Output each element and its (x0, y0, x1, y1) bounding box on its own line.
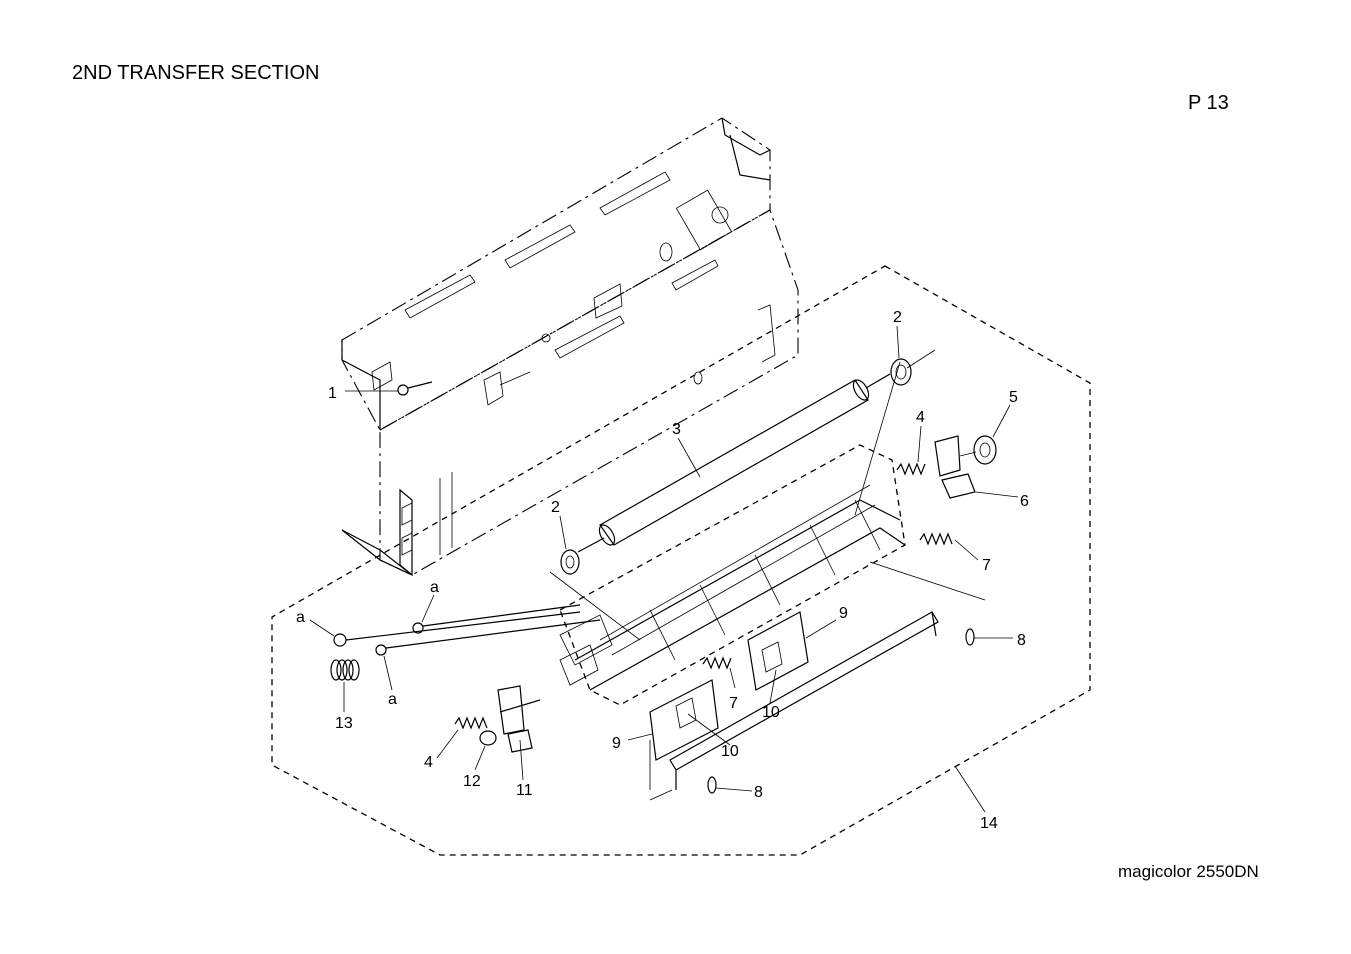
gear-right (890, 358, 912, 386)
gear-left (560, 549, 580, 575)
bearing-left (497, 685, 541, 753)
callout-a-2: a (296, 609, 305, 626)
callout-14: 14 (980, 815, 998, 832)
callout-7-right: 7 (982, 557, 991, 574)
spring-13 (330, 659, 360, 681)
guide-plate-upper (747, 611, 809, 691)
cap-12 (479, 730, 497, 746)
assembly-boundary (271, 265, 1091, 856)
spring-7-right (919, 532, 953, 546)
guide-bar (669, 611, 939, 790)
callout-4-right: 4 (916, 409, 925, 426)
callout-a-3: a (388, 691, 397, 708)
screw-1 (397, 381, 433, 396)
callout-10-upper: 10 (762, 704, 780, 721)
callout-7-center: 7 (729, 695, 738, 712)
transfer-roller (577, 373, 891, 553)
callout-9-upper: 9 (839, 605, 848, 622)
spring-4-right (896, 462, 926, 476)
bearing-right (934, 435, 976, 499)
callout-13: 13 (335, 715, 353, 732)
callout-2-right: 2 (893, 309, 902, 326)
callout-3: 3 (672, 421, 681, 438)
gear-5 (959, 435, 997, 465)
callout-1: 1 (328, 385, 337, 402)
pin-8-left (707, 776, 717, 794)
callout-5: 5 (1009, 389, 1018, 406)
callout-10-lower: 10 (721, 743, 739, 760)
callout-11: 11 (516, 782, 533, 799)
callout-9-lower: 9 (612, 735, 621, 752)
transfer-housing (559, 444, 906, 706)
screw-a-2 (412, 604, 581, 634)
callout-labels: 1 2 2 3 4 4 5 6 7 7 8 8 9 9 10 10 11 12 … (296, 309, 1029, 832)
pin-8-right (965, 628, 975, 646)
leader-lines (309, 325, 1019, 813)
callout-4-left: 4 (424, 754, 433, 771)
callout-8-left: 8 (754, 784, 763, 801)
screw-a-3 (375, 619, 601, 656)
callout-2-left: 2 (551, 499, 560, 516)
callout-a-1: a (430, 579, 439, 596)
spring-4-left (454, 716, 488, 730)
page-number: P 13 (1188, 92, 1229, 114)
callout-12: 12 (463, 773, 481, 790)
model-name: magicolor 2550DN (1118, 862, 1259, 881)
guide-plate-lower (649, 679, 719, 761)
callout-6: 6 (1020, 493, 1029, 510)
spring-7-center (702, 656, 732, 670)
upper-frame (341, 117, 799, 577)
page-title: 2ND TRANSFER SECTION (72, 62, 320, 84)
callout-8-right: 8 (1017, 632, 1026, 649)
screw-a-1 (333, 611, 581, 647)
